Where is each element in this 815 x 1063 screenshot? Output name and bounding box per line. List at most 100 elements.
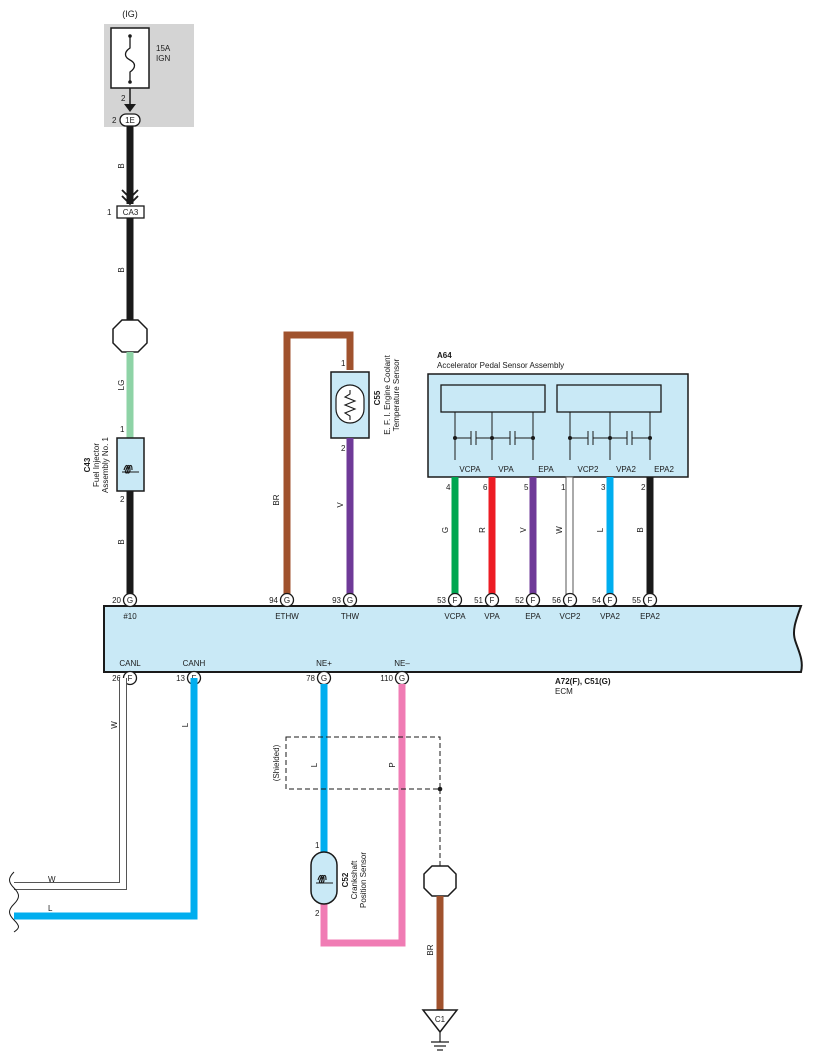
ecm-pin-conn-letter: G (321, 674, 327, 683)
ecm-pin-number: 26 (112, 674, 121, 683)
coolant-sensor-name-2: Temperature Sensor (392, 358, 401, 431)
injector-pin-bottom: 2 (120, 495, 125, 504)
ecm-body (103, 605, 803, 673)
pedal-terminal-vpa2: VPA2 (616, 465, 636, 474)
coolant-pin-top: 1 (341, 359, 346, 368)
wire-color-l: L (596, 527, 605, 532)
fuse-name: IGN (156, 54, 170, 63)
pedal-terminal-vcp2: VCP2 (578, 465, 599, 474)
ecm-terminal-label: THW (341, 612, 360, 621)
injector-body (116, 437, 145, 492)
fuse-supply-label: (IG) (122, 9, 138, 19)
fuse-terminal-icon (128, 34, 132, 38)
connector-ca3-label: CA3 (123, 208, 139, 217)
wire-color-lg: LG (117, 380, 126, 391)
ground-icon (431, 1032, 449, 1051)
wire-color-l: L (48, 904, 53, 913)
ecm-terminal-label: EPA2 (640, 612, 660, 621)
ecm-pin-conn-letter: F (490, 596, 495, 605)
ecm-terminal-label: VCP2 (560, 612, 581, 621)
injector-code: C43 (83, 457, 92, 472)
crank-pin-top: 1 (315, 841, 320, 850)
ecm-pin-conn-letter: F (648, 596, 653, 605)
ecm-pin-number: 94 (269, 596, 278, 605)
ecm-pin-conn-letter: G (347, 596, 353, 605)
wire-color-v: V (519, 527, 528, 533)
connector-arrow-icon (124, 104, 136, 112)
ecm-pin-number: 52 (515, 596, 524, 605)
ecm-pin-connector (279, 592, 295, 608)
ecm-terminal-label: VPA2 (600, 612, 620, 621)
ecm-pin-conn-letter: G (127, 596, 133, 605)
wire-color-b: B (117, 163, 126, 168)
wire-color-r: R (478, 527, 487, 533)
crank-sensor-name-1: Crankshaft (350, 860, 359, 899)
fuse-terminal-icon (128, 80, 132, 84)
ecm-terminal-label: EPA (525, 612, 541, 621)
pedal-sensor-code: A64 (437, 351, 452, 360)
shield-junction-dot (437, 786, 443, 792)
ecm-pin-connector (122, 592, 138, 608)
splice-point-icon (423, 865, 457, 897)
wire-color-v: V (336, 502, 345, 508)
injector-pin-top: 1 (120, 425, 125, 434)
ecm-pin-connector (447, 592, 463, 608)
fuse-rating: 15A (156, 44, 171, 53)
ecm-pin-conn-letter: F (568, 596, 573, 605)
wire-color-b: B (117, 267, 126, 272)
pedal-sensor-name: Accelerator Pedal Sensor Assembly (437, 361, 564, 370)
coil-icon (123, 464, 133, 474)
pedal-pin-epa: 5 (524, 483, 529, 492)
resistor-zigzag-icon (343, 390, 357, 420)
ecm-pin-number: 55 (632, 596, 641, 605)
crank-sensor-code: C52 (341, 872, 350, 887)
injector-name-2: Assembly No. 1 (101, 436, 110, 493)
wire-color-l: L (310, 762, 319, 767)
ecm-terminal-label: VCPA (444, 612, 466, 621)
ecm-terminal-label: ETHW (275, 612, 299, 621)
wire-color-w: W (110, 721, 119, 729)
coolant-sensor-code: C55 (373, 390, 382, 405)
ecm-pin-connector (342, 592, 358, 608)
pedal-pin-vpa: 6 (483, 483, 488, 492)
connector-ca3-pin: 1 (107, 208, 112, 217)
coil-icon (317, 874, 327, 884)
pedal-terminal-vcpa: VCPA (459, 465, 481, 474)
crank-pin-bottom: 2 (315, 909, 320, 918)
ecm-pin-connector (602, 592, 618, 608)
ecm-pin-number: 51 (474, 596, 483, 605)
pedal-pin-epa2: 2 (641, 483, 646, 492)
ecm-pin-number: 13 (176, 674, 185, 683)
ground-point (421, 1009, 459, 1034)
ecm-terminal-label: NE– (394, 659, 410, 668)
wire-color-l: L (181, 722, 190, 727)
pedal-terminal-epa2: EPA2 (654, 465, 674, 474)
wire-p-ne-minus (320, 684, 406, 947)
wire-color-b: B (636, 527, 645, 532)
wire-color-w: W (48, 875, 56, 884)
wire-w-vcp2 (565, 476, 574, 595)
ecm-top-pins: G20#10G94ETHWG93THWF53VCPAF51VPAF52EPAF5… (112, 592, 660, 621)
ecm-terminal-label: CANH (183, 659, 206, 668)
ecm-pin-conn-letter: F (128, 674, 133, 683)
ecm-pin-connector (562, 592, 578, 608)
ground-label: C1 (435, 1015, 446, 1024)
ecm-pin-connector (525, 592, 541, 608)
chevron-connector-icon (121, 189, 139, 206)
wire-w-canl (14, 678, 126, 889)
coolant-sensor-name-1: E. F. I. Engine Coolant (383, 354, 392, 434)
wire-color-b: B (117, 539, 126, 544)
injector-name-1: Fuel Injector (92, 443, 101, 487)
crank-sensor-name-2: Position Sensor (359, 852, 368, 908)
wire-color-w: W (555, 526, 564, 534)
ecm-pin-number: 56 (552, 596, 561, 605)
ecm-pin-number: 93 (332, 596, 341, 605)
junction-dots (453, 436, 652, 440)
wire-br-ethw (283, 331, 354, 594)
pedal-terminal-vpa: VPA (498, 465, 514, 474)
shield-box (285, 736, 441, 790)
ecm-pin-number: 54 (592, 596, 601, 605)
wire-w-canl-outline (14, 678, 127, 890)
wire-color-br: BR (426, 944, 435, 955)
